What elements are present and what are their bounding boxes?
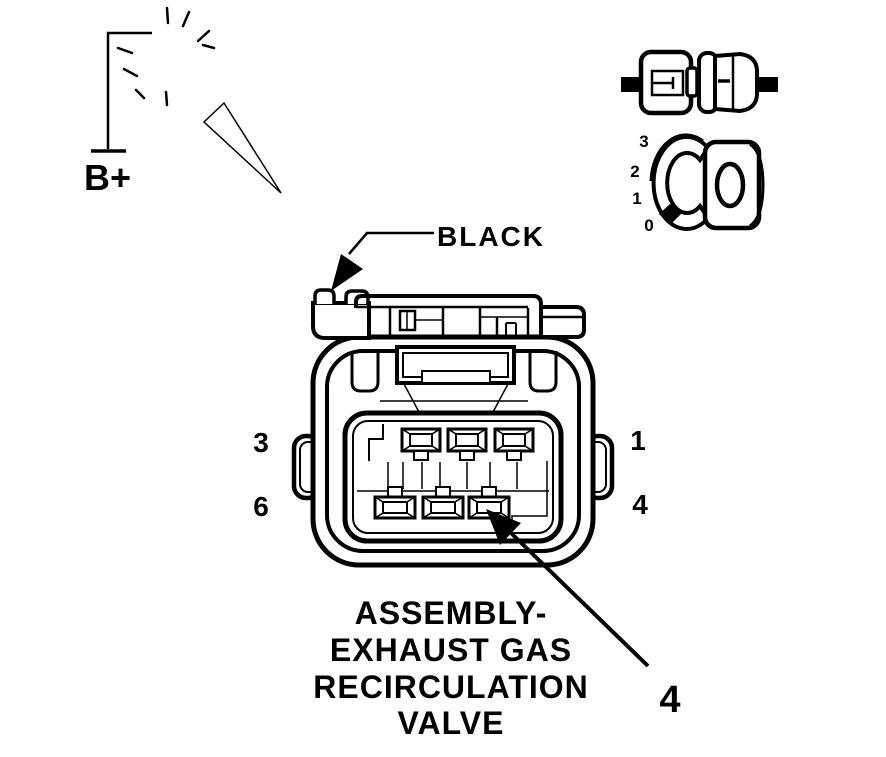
probe-needle bbox=[202, 101, 282, 194]
pin-terminal bbox=[446, 427, 488, 461]
pin4-arrowhead-icon bbox=[486, 509, 521, 545]
pin-terminal bbox=[493, 427, 535, 461]
pin-terminal bbox=[400, 427, 442, 461]
caption-line-1: ASSEMBLY- bbox=[355, 595, 548, 631]
left-channel bbox=[350, 351, 380, 393]
test-light-icon: B+ bbox=[84, 6, 282, 198]
plate-edge bbox=[749, 142, 765, 228]
scale-tick-2: 2 bbox=[630, 162, 639, 181]
scale-tick-1: 1 bbox=[632, 189, 641, 208]
color-arrowhead-icon bbox=[331, 254, 363, 291]
cavity-inner bbox=[352, 420, 554, 534]
wire-stub-left bbox=[621, 77, 644, 92]
pin-label-1: 1 bbox=[630, 425, 646, 456]
c-ring bbox=[651, 135, 711, 231]
pin-terminal bbox=[421, 486, 465, 520]
terminal-row-top bbox=[400, 427, 535, 461]
latch-right-block bbox=[539, 305, 586, 339]
connector-color-label: BLACK bbox=[437, 221, 545, 252]
latch-bump-1 bbox=[313, 288, 336, 304]
connector-tab bbox=[685, 66, 699, 98]
pin-label-6: 6 bbox=[253, 491, 269, 522]
pin-number-labels: 3 1 6 4 bbox=[253, 425, 648, 522]
caption-line-2: EXHAUST GAS bbox=[330, 632, 572, 668]
terminal-scale-icon: 3 2 1 0 bbox=[630, 132, 765, 235]
pin-terminal-4 bbox=[467, 486, 511, 520]
pin4-callout-label: 4 bbox=[659, 679, 680, 721]
inline-connector-icon bbox=[621, 49, 778, 116]
latch-bar bbox=[354, 294, 543, 337]
connector-face bbox=[291, 288, 615, 568]
key-recess bbox=[395, 345, 516, 413]
component-caption: ASSEMBLY- EXHAUST GAS RECIRCULATION VALV… bbox=[313, 595, 589, 741]
pin4-callout: 4 bbox=[486, 509, 681, 721]
pin-label-4: 4 bbox=[632, 489, 648, 520]
pin4-leader-line bbox=[509, 531, 650, 668]
scale-pointer-icon bbox=[659, 204, 681, 225]
power-source-label: B+ bbox=[84, 157, 131, 198]
terminal-tongue bbox=[652, 77, 675, 89]
wire-stub-right bbox=[758, 77, 778, 92]
latch-strip-details bbox=[398, 308, 528, 337]
terminal-row-bottom bbox=[373, 486, 511, 520]
test-light-wire bbox=[106, 31, 152, 149]
pin-label-3: 3 bbox=[253, 427, 269, 458]
scale-tick-0: 0 bbox=[644, 216, 653, 235]
latch-block bbox=[311, 301, 371, 340]
caption-line-3: RECIRCULATION bbox=[313, 669, 589, 705]
connector-half-male bbox=[713, 51, 759, 114]
scale-tick-3: 3 bbox=[639, 132, 648, 151]
color-callout: BLACK bbox=[331, 221, 545, 291]
terminal-slot-oval bbox=[714, 161, 746, 209]
caption-line-4: VALVE bbox=[398, 705, 505, 741]
right-channel bbox=[528, 351, 558, 393]
cavity-step-left bbox=[368, 424, 384, 461]
color-leader-line bbox=[348, 231, 434, 255]
pin-terminal bbox=[373, 486, 417, 520]
latch-assembly bbox=[311, 288, 586, 340]
glow-rays-icon bbox=[116, 6, 216, 107]
